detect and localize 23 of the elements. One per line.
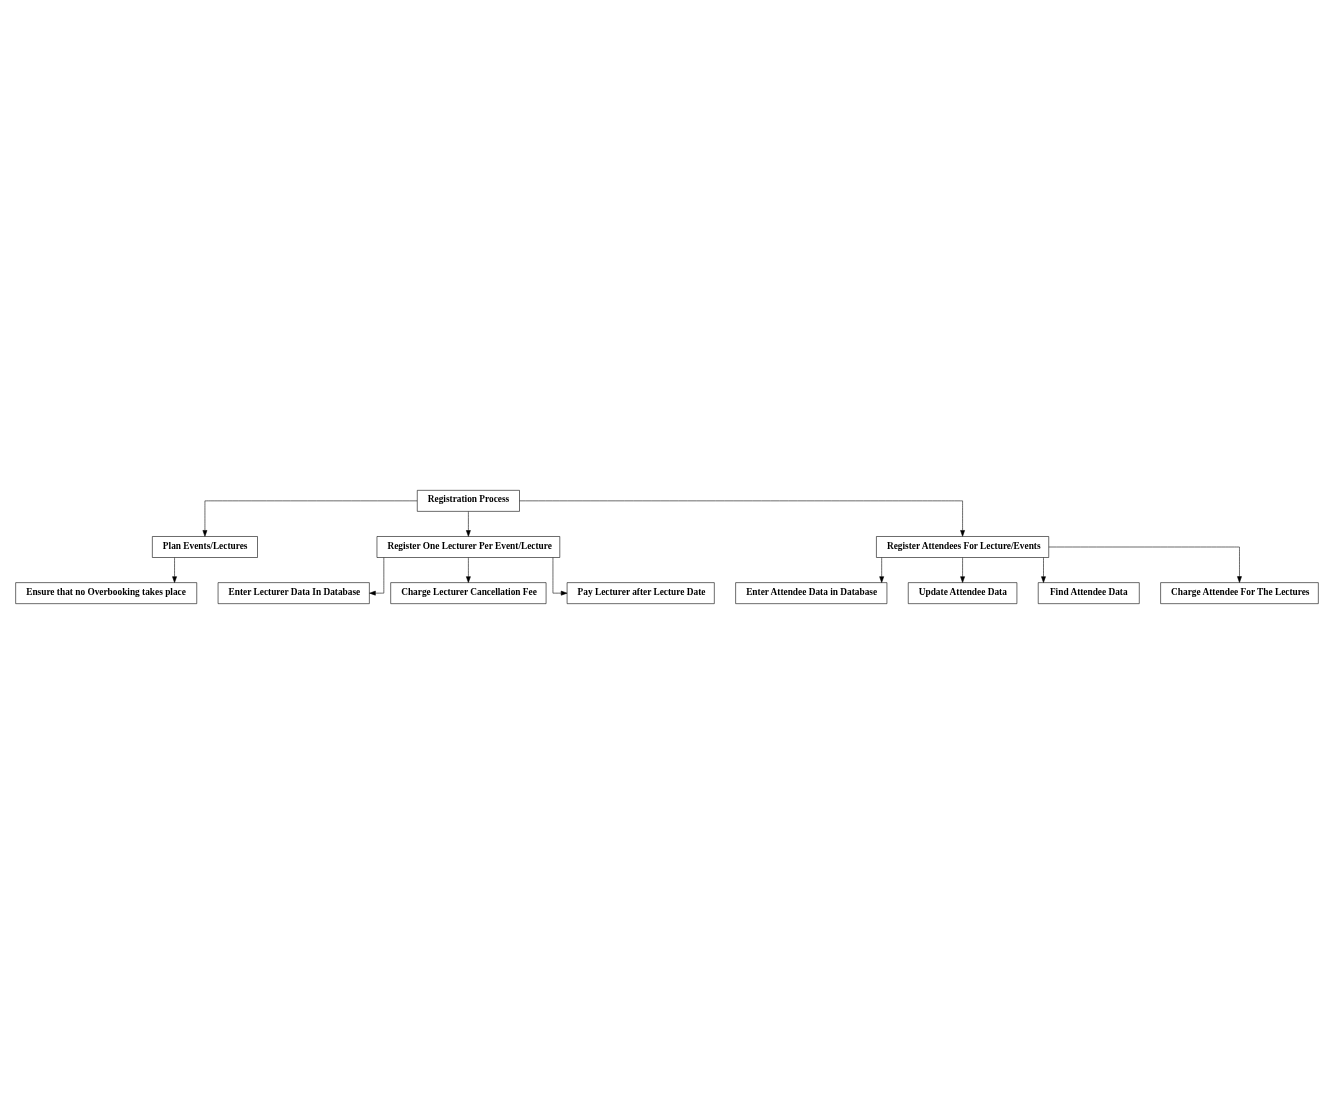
arrow xyxy=(202,500,418,537)
node-box: Pay Lecturer after Lecture Date xyxy=(566,581,715,604)
arrow xyxy=(519,500,965,537)
arrow xyxy=(960,556,965,583)
node-box: Register Attendees For Lecture/Events xyxy=(876,535,1050,558)
node-box: Plan Events/Lectures xyxy=(152,535,258,558)
node-box: Charge Lecturer Cancellation Fee xyxy=(390,581,547,604)
node-box: Update Attendee Data xyxy=(907,581,1018,604)
arrow xyxy=(466,510,471,537)
arrow xyxy=(466,556,471,583)
arrow xyxy=(369,556,385,595)
arrow xyxy=(552,556,568,595)
node-box: Enter Attendee Data in Database xyxy=(735,581,888,604)
node-box: Registration Process xyxy=(416,489,520,512)
node-box: Enter Lecturer Data In Database xyxy=(217,581,370,604)
node-box: Find Attendee Data xyxy=(1037,581,1140,604)
arrow xyxy=(172,556,177,583)
node-box: Ensure that no Overbooking takes place xyxy=(15,581,198,604)
arrow xyxy=(1041,556,1046,583)
node-box: Charge Attendee For The Lectures xyxy=(1160,581,1319,604)
arrow xyxy=(1048,546,1242,583)
arrow xyxy=(879,556,884,583)
node-box: Register One Lecturer Per Event/Lecture xyxy=(376,535,561,558)
